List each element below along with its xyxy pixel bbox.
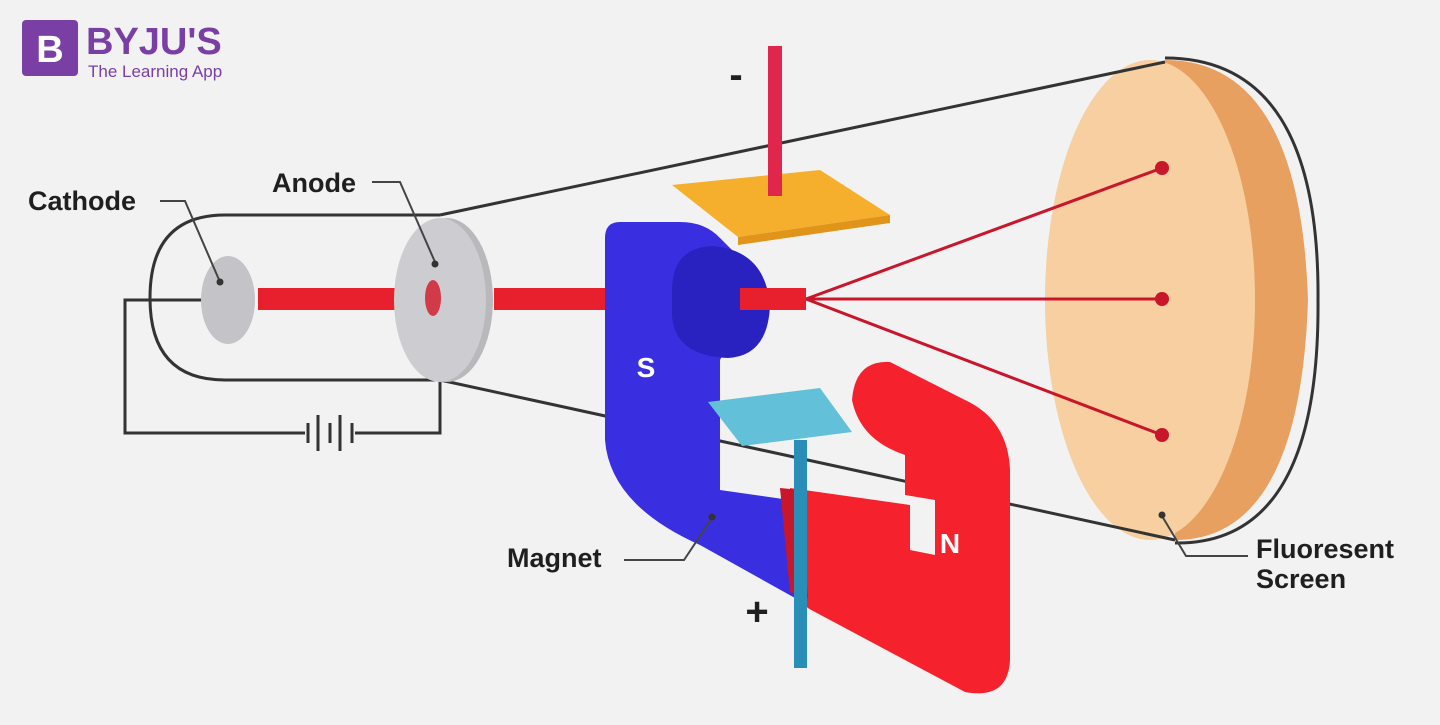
north-pole-label: N [940, 528, 960, 559]
logo-letter: B [36, 29, 63, 71]
anode-disc [394, 218, 493, 382]
impact-spot-middle [1155, 292, 1169, 306]
impact-spot-bottom [1155, 428, 1169, 442]
negative-sign: - [729, 53, 742, 97]
logo-badge [22, 20, 78, 76]
anode-wire [355, 380, 442, 435]
tube-end-cap [1164, 56, 1320, 545]
magnet-label: Magnet [507, 543, 602, 573]
cathode-label: Cathode [28, 186, 136, 216]
deflected-beams [805, 161, 1169, 442]
battery-icon [306, 415, 354, 451]
cathode-wire [123, 298, 305, 435]
label-screen: Fluoresent Screen [1158, 511, 1394, 594]
screen-label-line2: Screen [1256, 564, 1346, 594]
magnet-south-pole: S [605, 222, 795, 598]
tube-outline [148, 56, 1320, 545]
beam-deflected-down [805, 297, 1163, 437]
electron-beam-segment-1 [258, 288, 436, 310]
negative-plate: - [672, 46, 890, 245]
label-cathode: Cathode [28, 186, 224, 286]
screen-label-line1: Fluoresent [1256, 534, 1394, 564]
brand-tagline: The Learning App [88, 62, 222, 81]
label-magnet: Magnet [507, 513, 716, 573]
tube-neck [148, 213, 440, 382]
positive-plate-surface [708, 388, 852, 446]
brand-name: BYJU'S [86, 21, 222, 63]
electron-beam-segment-3 [740, 288, 806, 310]
anode-label: Anode [272, 168, 356, 198]
impact-spot-top [1155, 161, 1169, 175]
tube-top-edge [439, 60, 1166, 217]
tube-bottom-edge [439, 378, 1176, 542]
cathode-disc [201, 256, 255, 344]
positive-terminal-rod [794, 440, 807, 668]
positive-plate: + [708, 388, 852, 668]
negative-plate-surface [672, 170, 890, 237]
beam-deflected-up [805, 166, 1163, 301]
negative-terminal-rod [768, 46, 782, 196]
label-anode: Anode [272, 168, 439, 268]
brand-logo: B BYJU'S The Learning App [22, 20, 222, 81]
south-pole-label: S [637, 352, 656, 383]
circuit [123, 298, 442, 451]
positive-sign: + [745, 590, 768, 634]
